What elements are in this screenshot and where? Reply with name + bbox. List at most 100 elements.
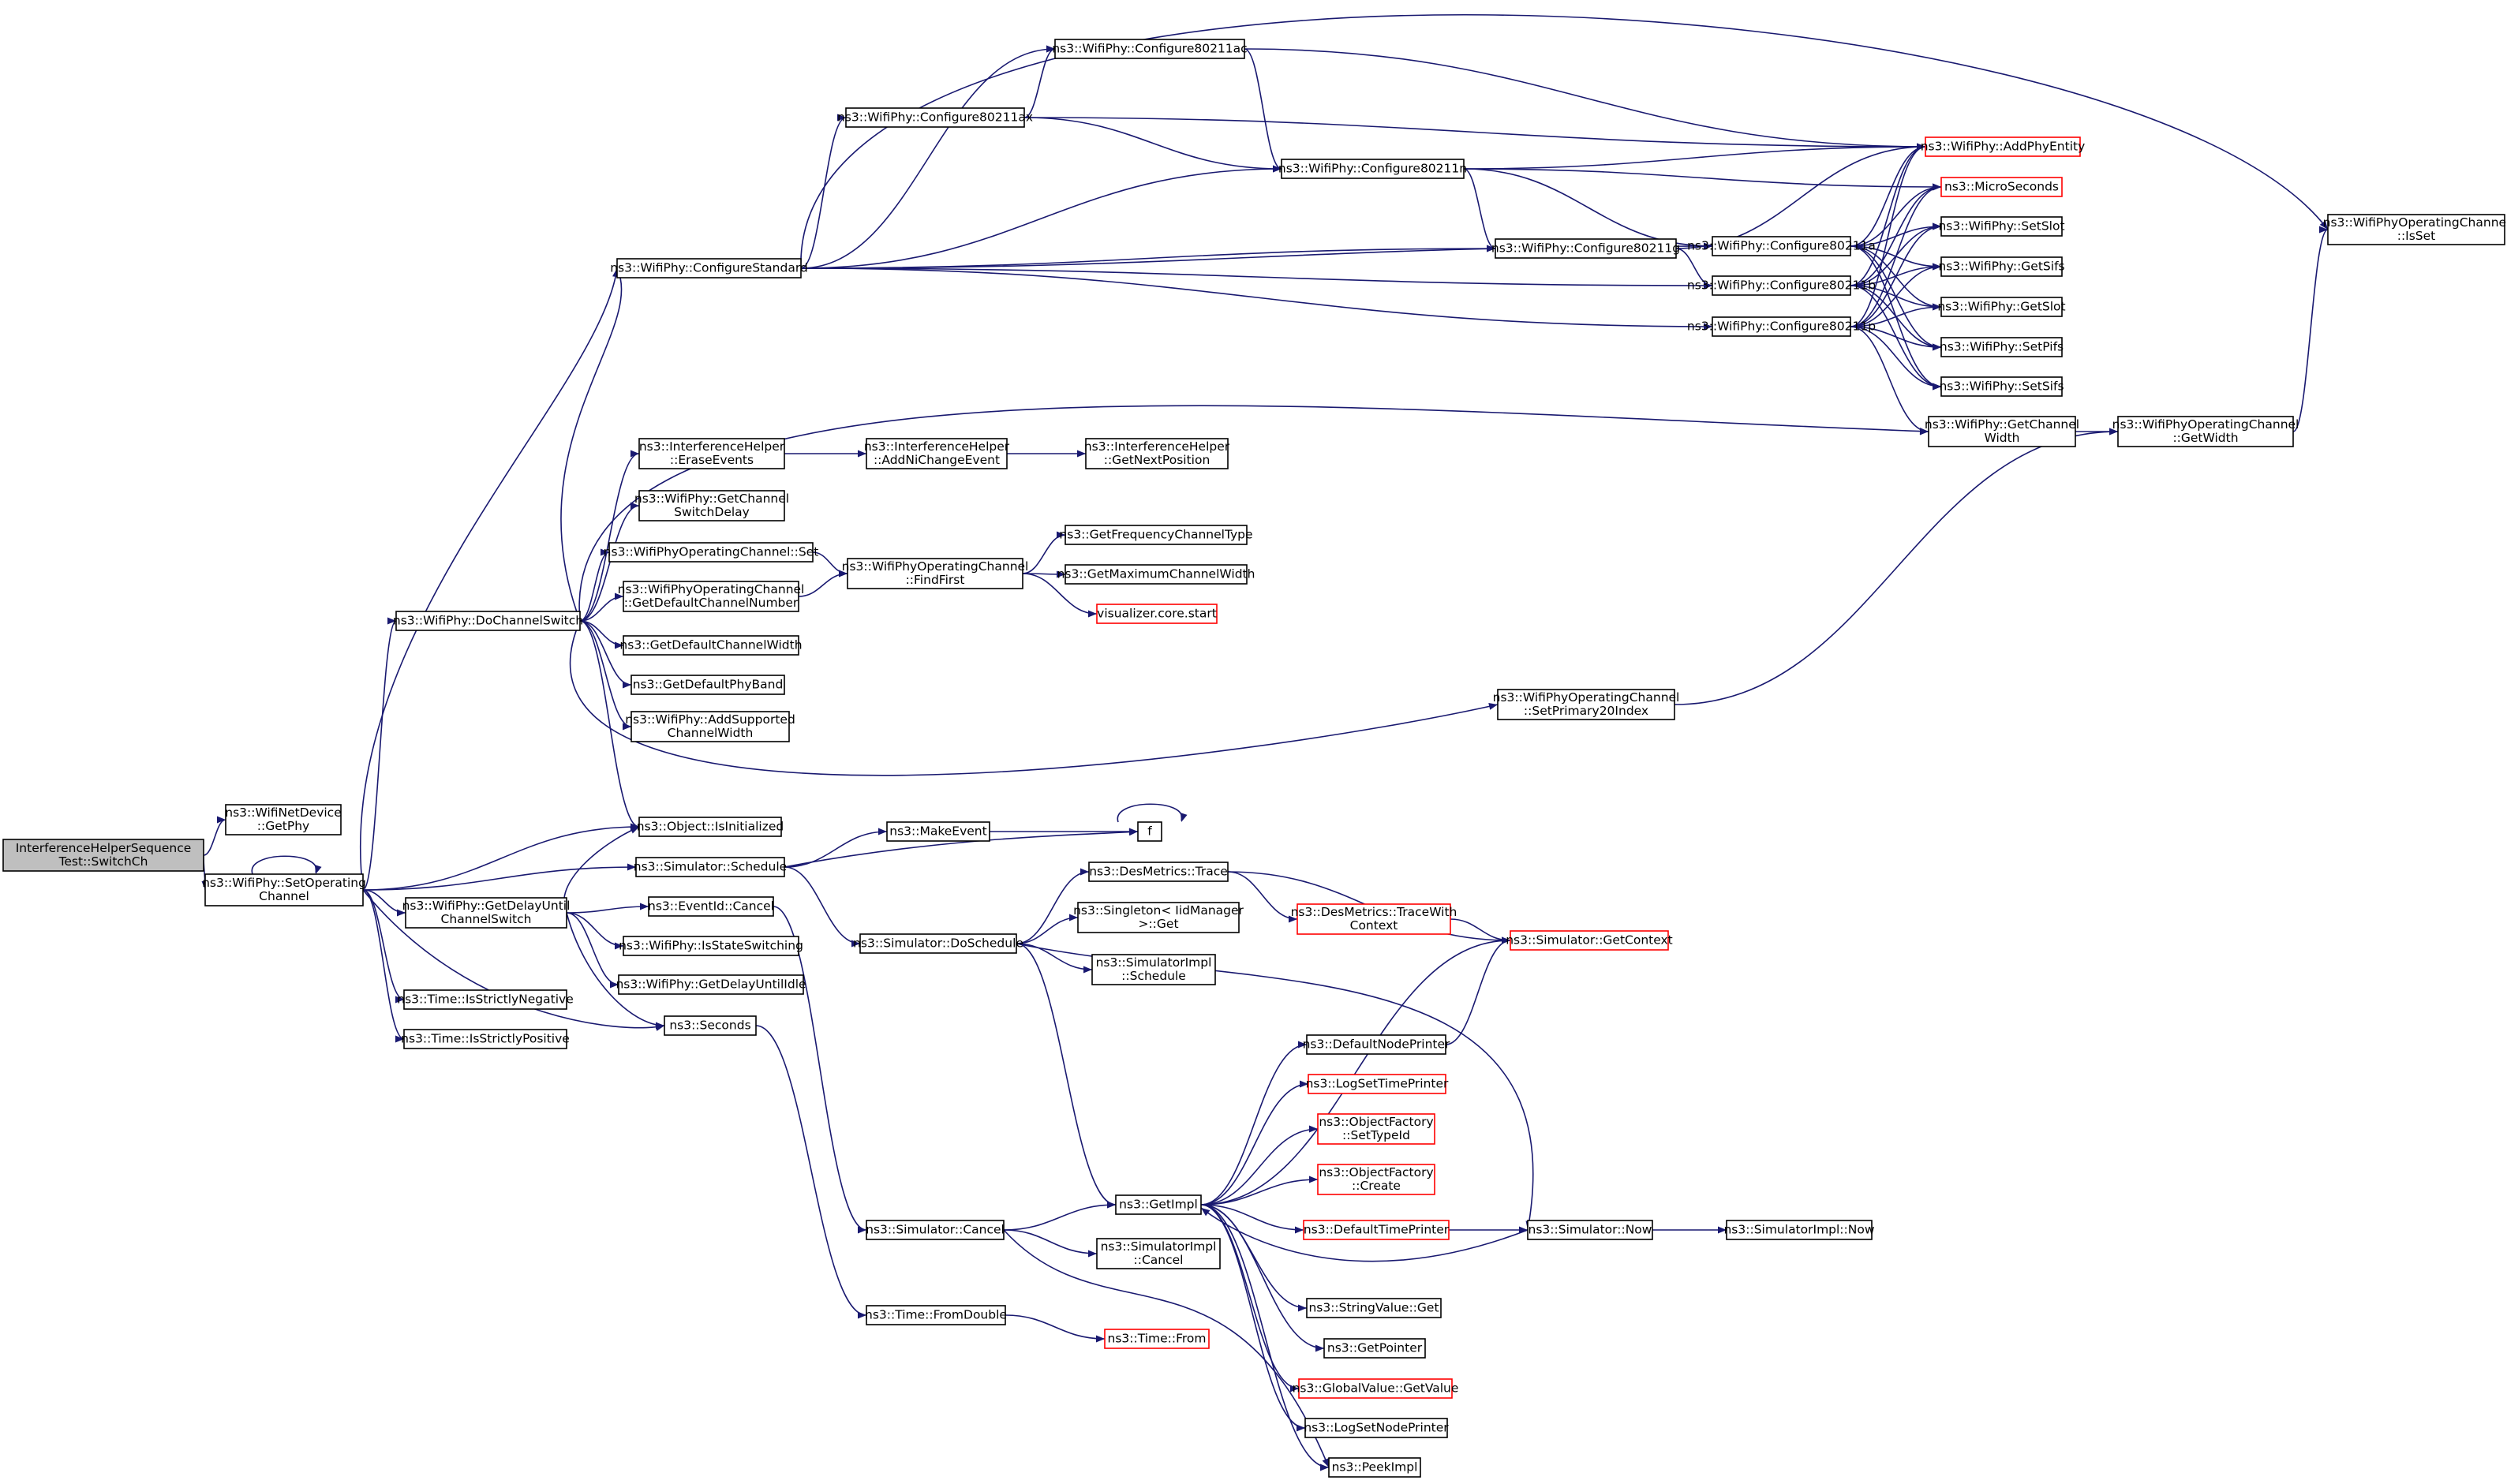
node-freqtype[interactable]: ns3::GetFrequencyChannelType	[1059, 525, 1253, 545]
node-box	[630, 675, 785, 695]
node-getphy[interactable]: ns3::WifiNetDevice::GetPhy	[225, 804, 342, 835]
edge-cfgn-to-cfgg	[1463, 168, 1496, 252]
node-desmetrics[interactable]: ns3::DesMetrics::Trace	[1088, 862, 1229, 882]
node-getcontext[interactable]: ns3::Simulator::GetContext	[1506, 930, 1673, 951]
node-label: ns3::Simulator::GetContext	[1506, 933, 1673, 948]
node-cfgg[interactable]: ns3::WifiPhy::Configure80211g	[1491, 238, 1680, 259]
node-box	[866, 438, 1008, 469]
node-deftimepr[interactable]: ns3::DefaultTimePrinter	[1303, 1220, 1450, 1240]
node-label: ns3::MakeEvent	[889, 824, 986, 839]
node-findfirst[interactable]: ns3::WifiPhyOperatingChannel::FindFirst	[842, 558, 1029, 589]
edge-configstd-to-cfgp	[800, 267, 1713, 331]
node-maxchw[interactable]: ns3::GetMaximumChannelWidth	[1057, 564, 1255, 585]
node-label: ns3::WifiPhy::ConfigureStandard	[610, 261, 808, 275]
node-makeevent[interactable]: ns3::MakeEvent	[886, 821, 990, 842]
node-box	[847, 558, 1023, 589]
node-getwidth[interactable]: ns3::WifiPhyOperatingChannel::GetWidth	[2112, 416, 2299, 447]
node-box	[635, 857, 785, 877]
node-f[interactable]: f	[1137, 821, 1162, 842]
node-getimpl[interactable]: ns3::GetImpl	[1115, 1194, 1202, 1215]
node-delayidle[interactable]: ns3::WifiPhy::GetDelayUntilIdle	[616, 974, 806, 995]
node-logsettime[interactable]: ns3::LogSetTimePrinter	[1306, 1074, 1449, 1094]
node-label: ns3::WifiPhy::DoChannelSwitch	[393, 614, 583, 628]
node-setprim[interactable]: ns3::WifiPhyOperatingChannel::SetPrimary…	[1493, 689, 1680, 720]
node-label: ns3::GetDefaultChannelWidth	[619, 638, 802, 652]
node-peekimpl[interactable]: ns3::PeekImpl	[1328, 1457, 1421, 1478]
node-settypeid[interactable]: ns3::ObjectFactory::SetTypeId	[1317, 1113, 1435, 1145]
node-micro[interactable]: ns3::MicroSeconds	[1940, 177, 2063, 197]
node-cfgp[interactable]: ns3::WifiPhy::Configure80211p	[1687, 316, 1876, 337]
node-fromdouble[interactable]: ns3::Time::FromDouble	[865, 1305, 1007, 1325]
node-box	[1712, 275, 1851, 296]
node-label: InterferenceHelperSequence	[16, 841, 192, 855]
node-globalget[interactable]: ns3::GlobalValue::GetValue	[1293, 1378, 1459, 1399]
node-cfgn[interactable]: ns3::WifiPhy::Configure80211n	[1278, 159, 1467, 179]
node-dochsw[interactable]: ns3::WifiPhy::DoChannelSwitch	[393, 611, 583, 631]
node-isinit[interactable]: ns3::Object::IsInitialized	[637, 817, 784, 837]
node-timefrom[interactable]: ns3::Time::From	[1104, 1329, 1210, 1349]
node-label: ::GetWidth	[2172, 431, 2238, 445]
node-strneg[interactable]: ns3::Time::IsStrictlyNegative	[397, 989, 574, 1010]
node-erase[interactable]: ns3::InterferenceHelper::EraseEvents	[638, 438, 785, 469]
node-defchw[interactable]: ns3::GetDefaultChannelWidth	[619, 635, 803, 656]
edge-cfgn-to-micro	[1463, 168, 1942, 191]
node-setsifs[interactable]: ns3::WifiPhy::SetSifs	[1939, 376, 2064, 397]
node-configstd[interactable]: ns3::WifiPhy::ConfigureStandard	[610, 258, 808, 278]
node-label: ns3::WifiPhy::GetChannel	[1925, 417, 2079, 432]
node-seconds[interactable]: ns3::Seconds	[664, 1015, 757, 1036]
node-doschedule[interactable]: ns3::Simulator::DoSchedule	[853, 933, 1023, 954]
node-defnodepr[interactable]: ns3::DefaultNodePrinter	[1303, 1034, 1450, 1055]
node-label: ns3::Simulator::DoSchedule	[853, 936, 1023, 951]
edge-makeevent-to-f	[990, 828, 1138, 835]
node-defband[interactable]: ns3::GetDefaultPhyBand	[630, 675, 785, 695]
node-isset[interactable]: ns3::WifiPhyOperatingChannel::IsSet	[2323, 214, 2507, 245]
node-box	[845, 107, 1025, 128]
node-strpos[interactable]: ns3::Time::IsStrictlyPositive	[401, 1029, 570, 1049]
node-getpointer[interactable]: ns3::GetPointer	[1323, 1338, 1426, 1359]
node-getslot[interactable]: ns3::WifiPhy::GetSlot	[1937, 297, 2066, 317]
node-logsetnode[interactable]: ns3::LogSetNodePrinter	[1304, 1418, 1449, 1438]
edge-setop-to-configstd	[360, 267, 619, 891]
node-box	[1317, 1113, 1435, 1145]
node-defchnum[interactable]: ns3::WifiPhyOperatingChannel::GetDefault…	[618, 581, 805, 612]
edge-getimpl-to-deftimepr	[1200, 1204, 1304, 1234]
node-box	[1940, 216, 2063, 237]
node-cfgax[interactable]: ns3::WifiPhy::Configure80211ax	[837, 107, 1033, 128]
node-addphy[interactable]: ns3::WifiPhy::AddPhyEntity	[1921, 136, 2086, 157]
node-label: ns3::SimulatorImpl::Now	[1723, 1223, 1874, 1237]
node-simcancel[interactable]: ns3::Simulator::Cancel	[866, 1220, 1005, 1240]
node-box	[1096, 1238, 1221, 1269]
node-box	[405, 897, 567, 929]
node-vizstart[interactable]: visualizer.core.start	[1096, 604, 1218, 624]
node-implcancel[interactable]: ns3::SimulatorImpl::Cancel	[1096, 1238, 1221, 1269]
node-implnow[interactable]: ns3::SimulatorImpl::Now	[1723, 1220, 1875, 1240]
nodes-layer: InterferenceHelperSequenceTest::SwitchCh…	[2, 39, 2507, 1478]
node-create[interactable]: ns3::ObjectFactory::Create	[1317, 1164, 1435, 1195]
node-setpifs[interactable]: ns3::WifiPhy::SetPifs	[1940, 337, 2064, 357]
node-implsched[interactable]: ns3::SimulatorImpl::Schedule	[1091, 954, 1216, 985]
node-opset[interactable]: ns3::WifiPhyOperatingChannel::Set	[604, 542, 819, 563]
node-label: ns3::WifiPhyOperatingChannel	[2323, 215, 2507, 230]
node-cfgac[interactable]: ns3::WifiPhy::Configure80211ac	[1052, 39, 1248, 59]
node-schedule[interactable]: ns3::Simulator::Schedule	[634, 857, 787, 877]
node-cfgb[interactable]: ns3::WifiPhy::Configure80211b	[1687, 275, 1876, 296]
node-label: ::GetNextPosition	[1104, 453, 1210, 467]
node-evcancel[interactable]: ns3::EventId::Cancel	[648, 896, 774, 917]
node-addni[interactable]: ns3::InterferenceHelper::AddNiChangeEven…	[864, 438, 1010, 469]
node-getsifs[interactable]: ns3::WifiPhy::GetSifs	[1938, 256, 2065, 277]
node-isstatesw[interactable]: ns3::WifiPhy::IsStateSwitching	[619, 936, 803, 956]
node-cfga[interactable]: ns3::WifiPhy::Configure80211a	[1687, 236, 1876, 256]
node-setslot[interactable]: ns3::WifiPhy::SetSlot	[1938, 216, 2065, 237]
node-singleton[interactable]: ns3::Singleton< IidManager >::Get	[1073, 902, 1244, 933]
node-strget[interactable]: ns3::StringValue::Get	[1306, 1298, 1442, 1318]
node-getnext[interactable]: ns3::InterferenceHelper::GetNextPosition	[1084, 438, 1230, 469]
node-label: Context	[1350, 918, 1398, 933]
node-simnow[interactable]: ns3::Simulator::Now	[1527, 1220, 1653, 1240]
